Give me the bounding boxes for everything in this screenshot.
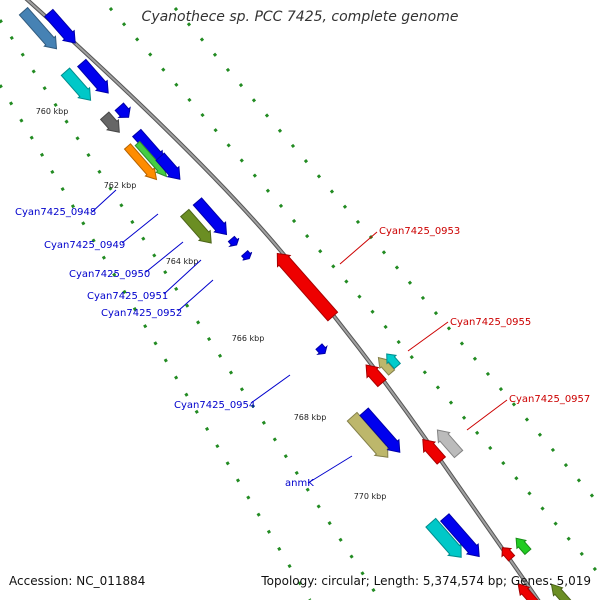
gene-arrow [425, 517, 462, 558]
kbp-tick-label: 766 kbp [232, 334, 265, 343]
gene-arrow [76, 58, 109, 94]
gene-arrow [18, 6, 58, 50]
gene-arrow [99, 111, 120, 133]
tick-ring-outer [108, 7, 600, 576]
gene-label: Cyan7425_0951 [87, 291, 168, 302]
gene-arrow [377, 356, 396, 376]
gene-arrow [123, 143, 158, 181]
gene-label-leader [407, 321, 449, 352]
gene-label-leader [163, 259, 202, 295]
gene-arrow [155, 152, 181, 180]
gene-arrow [439, 513, 480, 558]
gene-arrow [192, 197, 228, 236]
gene-label-leader [121, 213, 159, 244]
gene-label-leader [307, 455, 353, 484]
gene-arrow [114, 102, 131, 119]
gene-arrow [365, 364, 387, 388]
gene-label-leader [177, 279, 214, 312]
gene-label: Cyan7425_0957 [509, 394, 590, 405]
gene-label: Cyan7425_0954 [174, 400, 255, 411]
gene-arrow [315, 343, 328, 356]
kbp-tick-label: 762 kbp [104, 181, 137, 190]
kbp-tick-label: 764 kbp [166, 257, 199, 266]
gene-arrow [386, 353, 402, 370]
gene-label-leader [466, 399, 508, 431]
gene-label: Cyan7425_0948 [15, 207, 96, 218]
kbp-tick-label: 760 kbp [36, 107, 69, 116]
gene-arrow [436, 429, 464, 459]
gene-label-leader [250, 374, 291, 404]
gene-arrow [60, 67, 92, 101]
tick-ring-inner-2 [0, 84, 312, 600]
accession-text: Accession: NC_011884 [9, 574, 146, 588]
gene-arrow [359, 407, 401, 453]
gene-arrow [550, 583, 572, 600]
gene-label-leader [145, 241, 184, 273]
gene-label-leader [91, 189, 117, 213]
gene-label: anmK [285, 478, 314, 489]
gene-label: Cyan7425_0953 [379, 226, 460, 237]
gene-label-leader [339, 231, 378, 265]
gene-arrow [517, 582, 539, 600]
gene-label: Cyan7425_0952 [101, 308, 182, 319]
gene-arrow [43, 8, 76, 44]
kbp-tick-label: 770 kbp [354, 492, 387, 501]
gene-arrow [515, 537, 532, 556]
gene-arrow [240, 249, 253, 261]
gene-label: Cyan7425_0949 [44, 240, 125, 251]
gene-arrow [179, 208, 212, 244]
gene-arrow [501, 547, 516, 562]
gene-arrow [227, 235, 240, 248]
gene-arrow [422, 438, 447, 465]
gene-label: Cyan7425_0955 [450, 317, 531, 328]
kbp-tick-label: 768 kbp [294, 413, 327, 422]
genome-summary-text: Topology: circular; Length: 5,374,574 bp… [261, 574, 591, 588]
gene-arrow [276, 252, 339, 322]
map-title: Cyanothece sp. PCC 7425, complete genome [141, 9, 459, 25]
gene-label: Cyan7425_0950 [69, 269, 150, 280]
